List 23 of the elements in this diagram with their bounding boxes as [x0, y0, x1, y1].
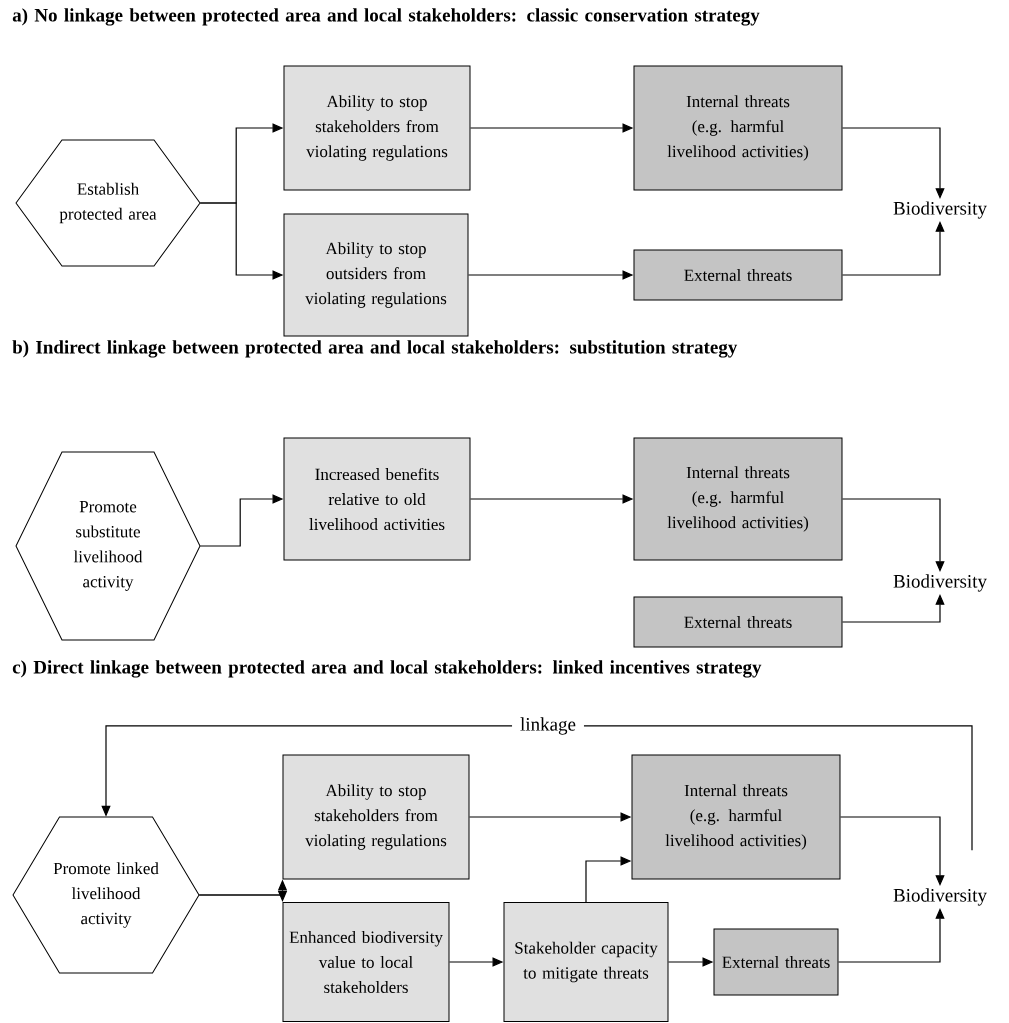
threat-box: External threats [633, 249, 843, 301]
arrow [101, 725, 973, 851]
panel-heading: a) No linkage between protected area and local stakeholders: classic conservation strategy [12, 8, 760, 26]
threat-box: External threats [633, 596, 843, 648]
edge-label: linkage [512, 714, 584, 738]
hexagon: Promote linked livelihood activity [12, 816, 200, 974]
hexagon: Establish protected area [15, 139, 201, 267]
threat-box: External threats [713, 928, 839, 996]
outcome-label: Biodiversity [893, 888, 987, 906]
threat-box: Internal threats (e.g. harmful livelihood activities) [631, 754, 841, 880]
outcome-label: Biodiversity [893, 201, 987, 219]
panel-heading: b) Indirect linkage between protected area and local stakeholders: substitution strategy [12, 340, 738, 358]
process-box: Increased benefits relative to old livelihood activities [283, 437, 471, 561]
threat-box: Internal threats (e.g. harmful livelihood activities) [633, 65, 843, 191]
threat-box: Internal threats (e.g. harmful livelihood activities) [633, 437, 843, 561]
process-box: Ability to stop outsiders from violating regulations [283, 213, 469, 337]
process-box: Ability to stop stakeholders from violating regulations [283, 65, 471, 191]
process-box: Stakeholder capacity to mitigate threats [503, 902, 669, 1022]
process-box: Enhanced biodiversity value to local stakeholders [282, 902, 450, 1022]
panel-heading: c) Direct linkage between protected area and local stakeholders: linked incentives strategy [12, 660, 762, 678]
outcome-label: Biodiversity [893, 574, 987, 592]
hexagon: Promote substitute livelihood activity [15, 451, 201, 641]
process-box: Ability to stop stakeholders from violating regulations [282, 754, 470, 880]
